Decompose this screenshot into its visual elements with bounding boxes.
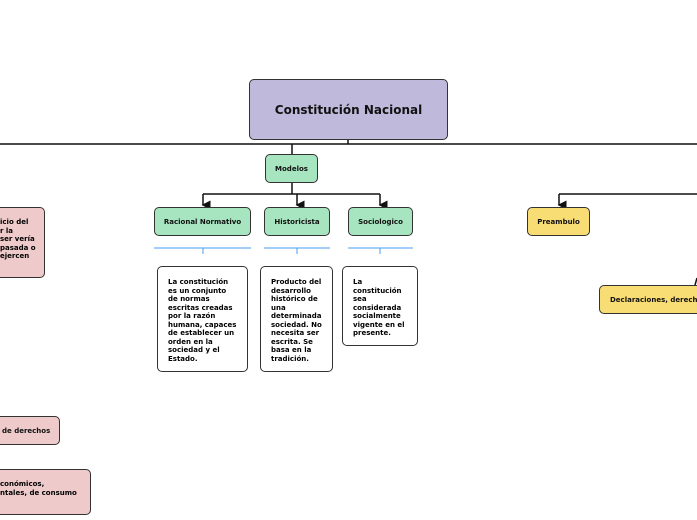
text-line: ejercen — [0, 252, 30, 260]
left-node-3[interactable] — [0, 469, 91, 515]
desc-historicista[interactable]: Producto del desarrollo histórico de una… — [260, 266, 333, 372]
text-line: ntales, de consumo — [0, 488, 77, 497]
model-historicista[interactable]: Historicista — [264, 207, 330, 236]
left-node-2[interactable]: de derechos — [0, 416, 60, 445]
model-sociologico[interactable]: Sociologico — [348, 207, 413, 236]
left-node-1[interactable] — [0, 207, 45, 278]
model-racional-normativo[interactable]: Racional Normativo — [154, 207, 251, 236]
preambulo-node[interactable]: Preambulo — [527, 207, 590, 236]
text-line: icio del — [0, 218, 29, 226]
text-line: ser vería — [0, 235, 35, 243]
text-line: pasada o — [0, 243, 36, 252]
declaraciones-node[interactable]: Declaraciones, derechos — [599, 285, 697, 314]
left-node-1-text: icio del r la ser vería pasada o ejercen — [0, 218, 36, 261]
desc-racional-normativo[interactable]: La constitución es un conjunto de normas… — [157, 266, 248, 372]
text-line: conómicos, — [0, 480, 45, 488]
modelos-node[interactable]: Modelos — [265, 154, 318, 183]
text-line: r la — [0, 226, 14, 235]
left-node-3-text: conómicos, ntales, de consumo — [0, 480, 77, 497]
central-topic[interactable]: Constitución Nacional — [249, 79, 448, 140]
desc-sociologico[interactable]: La constitución sea considerada socialme… — [342, 266, 418, 346]
